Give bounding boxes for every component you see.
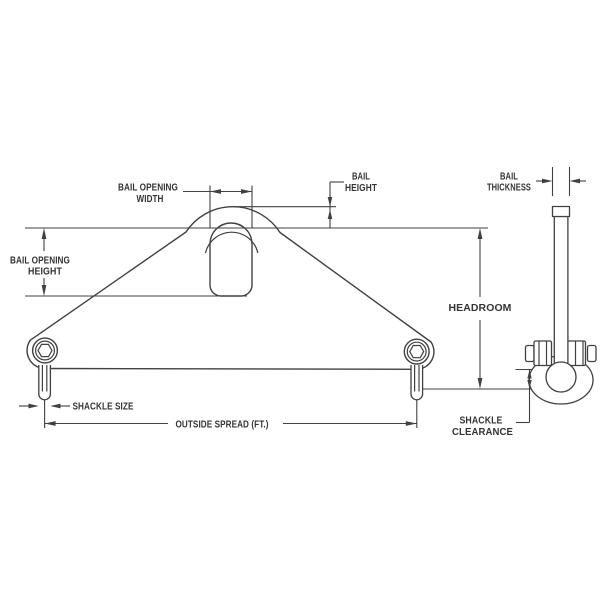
right-shackle-pin [410, 365, 424, 401]
arrowhead-up [477, 228, 483, 239]
pin-nut-left [533, 340, 553, 367]
arrowhead-right [241, 189, 252, 194]
arrowhead-down [327, 197, 333, 207]
arrowhead-up [41, 228, 47, 239]
bail-opening [209, 222, 253, 297]
bail-opening-width-label-line1: BAIL OPENING [118, 183, 178, 194]
reference-lines [25, 206, 533, 390]
arrowhead-left [44, 421, 56, 426]
outside-spread-label: OUTSIDE SPREAD (FT.) [176, 420, 269, 431]
arrowhead-right [542, 178, 553, 184]
arrowhead-right [28, 403, 39, 409]
arrowhead-up [527, 370, 532, 379]
arrowhead-up [327, 209, 333, 219]
right-eye-inner-ring [406, 341, 427, 362]
left-eye-outer-ring [31, 337, 59, 364]
bail-height-label-line1: BAIL [352, 172, 370, 183]
bail-opening-outer-arc [204, 231, 259, 254]
dim-bail-opening-width [183, 185, 253, 228]
bail-opening-height-label-line2: HEIGHT [28, 267, 62, 278]
arrowhead-right [405, 421, 417, 426]
dim-shackle-clearance [516, 370, 532, 424]
bail-opening-width-label-line2: WIDTH [137, 194, 164, 205]
beam-front-view [26, 205, 435, 401]
arrowhead-left [50, 403, 61, 409]
plate-edge-bar [553, 215, 569, 365]
pin-end-right [586, 344, 597, 363]
arrowhead-left [569, 178, 580, 184]
arrowhead-left [210, 189, 221, 194]
dim-bail-opening-height [41, 228, 47, 296]
arrowhead-down [527, 380, 532, 389]
labels: BAIL OPENING WIDTH BAIL HEIGHT BAIL THIC… [10, 172, 531, 439]
shackle-size-label: SHACKLE SIZE [73, 402, 134, 413]
beam-side-view [524, 205, 597, 405]
shackle-clearance-label-line2: CLEARANCE [452, 427, 513, 438]
dim-outside-spread [44, 400, 418, 428]
arrowhead-down [477, 378, 483, 389]
right-eye-outer-ring [403, 338, 430, 365]
bail-opening-height-label-line1: BAIL OPENING [10, 256, 70, 267]
left-eye-inner-ring [34, 340, 55, 361]
dim-bail-height [327, 181, 344, 228]
left-shackle-pin [38, 365, 52, 401]
dim-bail-thickness [536, 167, 586, 196]
bail-cap-section [551, 205, 571, 218]
pin-end-left [524, 344, 535, 363]
headroom-label: HEADROOM [449, 303, 512, 314]
dim-shackle-size [19, 403, 70, 409]
left-eye-hex-bolt [37, 343, 53, 358]
right-eye-hex-bolt [409, 344, 425, 359]
bail-thickness-label-line1: BAIL [500, 172, 518, 183]
arrowhead-down [41, 285, 47, 296]
dim-headroom [477, 228, 483, 389]
bail-height-label-line2: HEIGHT [345, 183, 377, 194]
plate-outline [26, 205, 435, 370]
bail-thickness-label-line2: THICKNESS [487, 183, 531, 194]
shackle-clearance-label-line1: SHACKLE [460, 416, 503, 427]
shackle-bow-eye-hole [545, 361, 577, 393]
